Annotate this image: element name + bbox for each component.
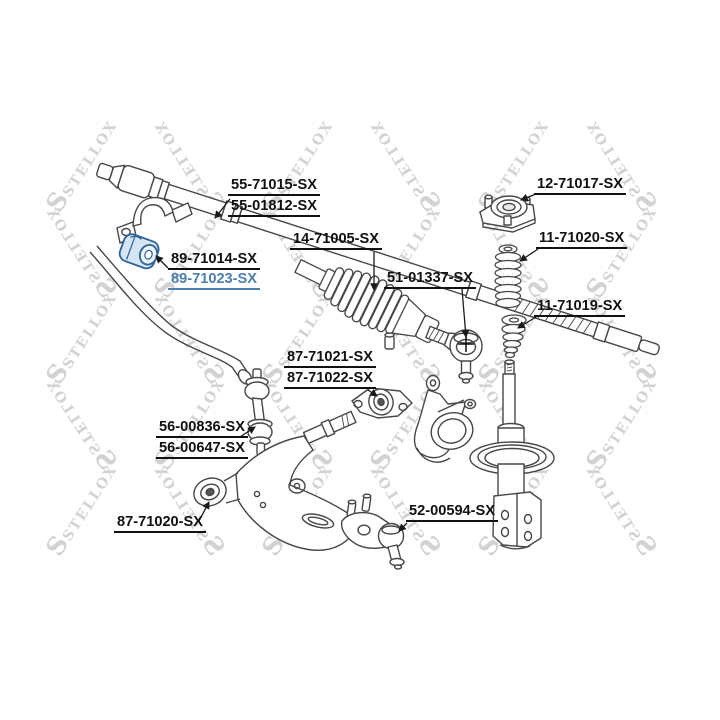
tie-rod-end-drawing bbox=[425, 325, 483, 384]
part-label-56-00647[interactable]: 56-00647-SX bbox=[156, 440, 249, 460]
part-label-56-00836[interactable]: 56-00836-SX bbox=[156, 419, 249, 439]
part-label-52-00594[interactable]: 52-00594-SX bbox=[406, 503, 499, 523]
bump-stop-drawing bbox=[501, 314, 527, 359]
part-label-12-71017[interactable]: 12-71017-SX bbox=[534, 176, 627, 196]
part-label-11-71019[interactable]: 11-71019-SX bbox=[534, 298, 626, 318]
part-label-14-71005[interactable]: 14-71005-SX bbox=[290, 231, 383, 251]
ball-joint-drawing bbox=[340, 493, 405, 570]
control-arm-drawing bbox=[223, 410, 359, 551]
control-arm-front-bushing-drawing bbox=[193, 477, 227, 507]
part-label-89-71014[interactable]: 89-71014-SX bbox=[168, 251, 261, 271]
strut-boot-drawing bbox=[494, 244, 522, 309]
stabilizer-bushing-highlighted[interactable] bbox=[117, 232, 161, 271]
stabilizer-bracket-drawing bbox=[116, 196, 193, 244]
part-label-87-71020[interactable]: 87-71020-SX bbox=[114, 514, 207, 534]
part-label-55-71015[interactable]: 55-71015-SX bbox=[228, 177, 321, 197]
part-label-89-71023-selected[interactable]: 89-71023-SX bbox=[168, 271, 261, 291]
part-label-87-71021[interactable]: 87-71021-SX bbox=[284, 349, 377, 369]
part-label-51-01337[interactable]: 51-01337-SX bbox=[384, 270, 477, 290]
leader-lines bbox=[155, 193, 539, 532]
crosshair-marker bbox=[458, 336, 474, 352]
strut-mount-drawing bbox=[479, 194, 536, 233]
part-label-87-71022[interactable]: 87-71022-SX bbox=[284, 370, 377, 390]
stabilizer-bar-drawing bbox=[89, 245, 253, 385]
steering-knuckle-drawing bbox=[384, 332, 477, 463]
strut-drawing bbox=[469, 359, 555, 550]
part-label-55-01812[interactable]: 55-01812-SX bbox=[228, 198, 321, 218]
part-label-11-71020[interactable]: 11-71020-SX bbox=[536, 230, 628, 250]
control-arm-rear-bushing-bracket-drawing bbox=[351, 387, 413, 419]
stabilizer-link-drawing bbox=[244, 368, 273, 456]
inner-tie-rod-drawing bbox=[96, 162, 660, 356]
